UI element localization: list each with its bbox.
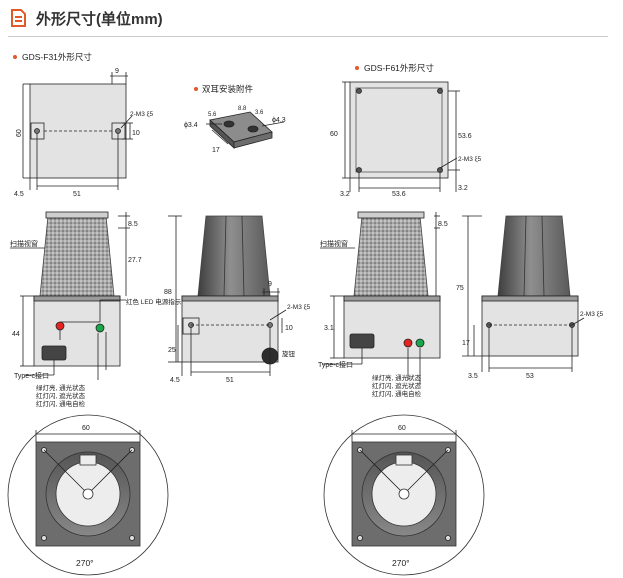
led-red [403,338,413,348]
dim-text: 53 [526,373,534,380]
corner-screw [356,88,362,94]
dim-text: 53.6 [458,133,472,140]
rotation-view-left [7,414,169,576]
led-green [415,338,425,348]
dim-text: 3.5 [468,373,478,380]
bullet-icon [194,87,198,91]
dim-text: 4.5 [170,377,180,384]
bullet-icon [355,66,359,70]
knob-callout: 旋钮 [282,349,296,358]
bracket-accessory [194,87,285,149]
led-callout: 红色 LED 电源指示 [126,297,182,306]
f61-side-base [481,295,579,357]
dim-text: 3.2 [458,185,468,192]
led-green [95,323,105,333]
status-note: 红灯闪, 遮光状态 [36,391,86,400]
rotation-angle: 270° [76,558,94,568]
dim-text: 17 [462,340,470,347]
f31-side-view [168,215,287,376]
status-note: 绿灯亮, 通光状态 [372,373,422,382]
dim-text: 8.8 [238,106,247,112]
f61-side-view [462,215,585,372]
dim-text: 60 [16,129,23,137]
dim-text: 17 [212,147,220,154]
bracket-label: 双耳安装附件 [202,84,254,94]
dim-text: 88 [164,289,172,296]
corner-screw [356,167,362,173]
dim-text: 8.5 [438,221,448,228]
f31-side-base [181,295,279,363]
f31-top-label: GDS-F31外形尺寸 [22,52,92,62]
typec-callout: Type-c接口 [318,360,353,369]
header-divider [8,36,608,37]
dim-text: 3.6 [255,110,264,116]
f31-front-view [10,211,130,380]
f31-top-view [13,55,133,190]
dim-text: 5.6 [208,112,217,118]
screw-callout: 2-M3 ξ5 [130,111,154,118]
dim-text: 9 [268,281,272,288]
typec-port [349,333,375,349]
status-note: 红灯闪, 通电自检 [36,399,86,408]
document-icon [11,9,26,27]
screw-callout: 2-M3 ξ5 [287,304,311,311]
status-note: 红灯闪, 通电自检 [372,389,422,398]
page-header: 外形尺寸(单位mm) [8,6,608,37]
f61-top-label: GDS-F61外形尺寸 [364,63,434,73]
dim-text: 8.5 [128,221,138,228]
dim-text: 75 [456,285,464,292]
corner-screw [437,88,443,94]
dim-text: 27.7 [128,257,142,264]
dim-text: 10 [132,130,140,137]
dim-text: 44 [12,331,20,338]
mount-hole [34,128,40,134]
screw-callout: 2-M3 ξ5 [580,311,604,318]
rotation-view-right [323,414,485,576]
led-red [55,321,65,331]
dim-text: 53.6 [392,191,406,198]
dim-text: ϕ3.4 [184,122,198,129]
scan-window-label: 扫描视窗 [320,239,348,248]
dim-text: 51 [226,377,234,384]
dim-text: 3.2 [340,191,350,198]
scan-window-label: 扫描视窗 [10,239,38,248]
bullet-icon [13,55,17,59]
f61-base [343,295,441,359]
page-title: 外形尺寸(单位mm) [36,11,163,28]
dim-text: 9 [115,68,119,75]
typec-callout: Type-c接口 [14,371,49,380]
dim-text: 60 [398,425,406,432]
f61-front-view [320,211,441,385]
dim-text: 10 [285,325,293,332]
status-note: 红灯闪, 遮光状态 [372,381,422,390]
corner-screw [437,167,443,173]
status-note: 绿灯亮, 通光状态 [36,383,86,392]
dim-text: 60 [82,425,90,432]
rotation-angle: 270° [392,558,410,568]
dim-text: 60 [330,131,338,138]
dim-text: 51 [73,191,81,198]
typec-port [41,345,67,361]
screw-callout: 2-M3 ξ5 [458,156,482,163]
dim-text: 25 [168,347,176,354]
f61-top-view [342,66,460,192]
dim-text: ϕ4.3 [272,117,286,124]
dim-text: 4.5 [14,191,24,198]
mount-hole [115,128,121,134]
dim-text: 3.1 [324,325,334,332]
f61-top-body [349,81,449,179]
